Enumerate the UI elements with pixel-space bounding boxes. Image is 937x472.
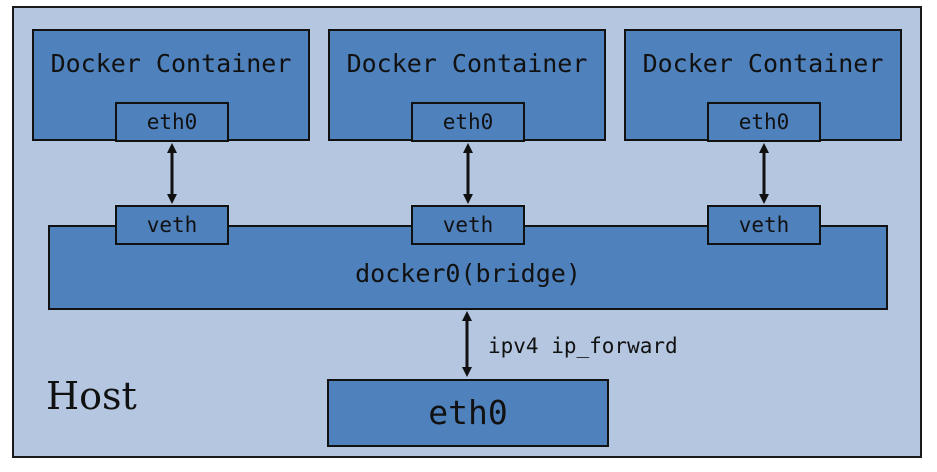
container-3-eth0: eth0 (707, 102, 821, 142)
veth-2: veth (411, 205, 525, 245)
host-eth0: eth0 (327, 379, 609, 447)
veth-3: veth (707, 205, 821, 245)
container-1-eth0: eth0 (115, 102, 229, 142)
ip-forward-label: ipv4 ip_forward (488, 334, 678, 358)
container-title: Docker Container (346, 49, 588, 78)
bridge-label: docker0(bridge) (355, 259, 581, 288)
container-2-eth0: eth0 (411, 102, 525, 142)
container-title: Docker Container (642, 49, 884, 78)
host-label: Host (46, 374, 137, 418)
veth-1: veth (115, 205, 229, 245)
container-title: Docker Container (50, 49, 292, 78)
